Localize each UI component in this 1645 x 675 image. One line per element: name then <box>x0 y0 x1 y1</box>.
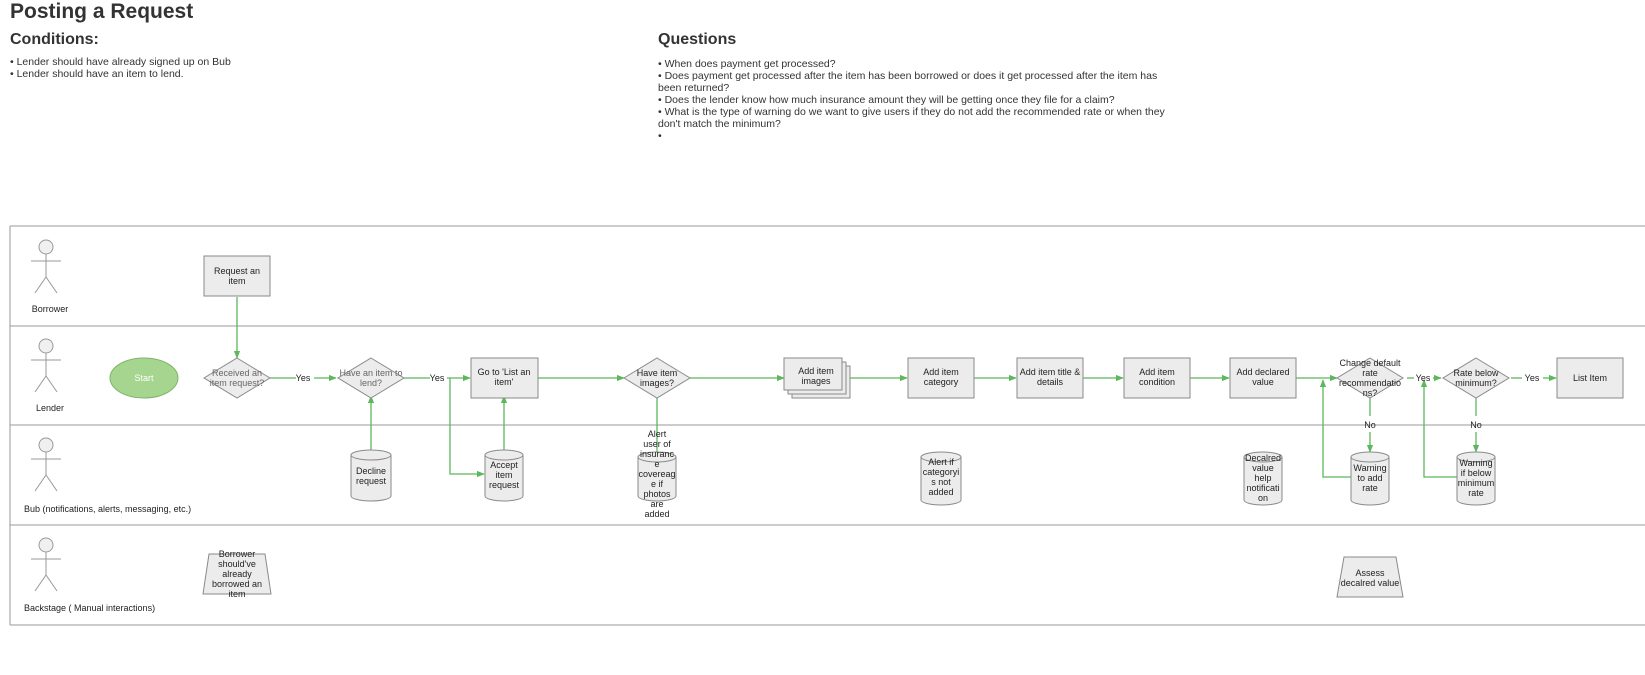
svg-text:Add item title &details: Add item title &details <box>1020 367 1081 387</box>
lane-label-borrower: Borrower <box>32 304 69 314</box>
questions-list: • When does payment get processed? • Doe… <box>658 58 1183 142</box>
edge <box>449 378 485 478</box>
questions-heading: Questions <box>658 31 737 48</box>
edge-label-yes: Yes <box>296 373 311 383</box>
edge-label-yes: Yes <box>1525 373 1540 383</box>
edge-label-yes: Yes <box>1416 373 1431 383</box>
condition-item: • Lender should have already signed up o… <box>10 56 231 68</box>
actor-icon <box>31 437 61 492</box>
question-item: • What is the type of warning do we want… <box>658 106 1165 130</box>
question-item: • <box>658 130 662 142</box>
edge-label-no: No <box>1364 420 1376 430</box>
actor-icon <box>31 239 61 294</box>
start-node: Start <box>109 357 179 399</box>
lane-label-lender: Lender <box>36 403 64 413</box>
process-list-item: List Item <box>1556 357 1624 399</box>
actor-icon <box>31 338 61 393</box>
svg-text:Start: Start <box>134 373 154 383</box>
lane-label-bub: Bub (notifications, alerts, messaging, e… <box>24 504 191 514</box>
swimlane-borders <box>9 225 1645 626</box>
edge-label-yes: Yes <box>430 373 445 383</box>
actor-icon <box>31 537 61 592</box>
question-item: • Does payment get processed after the i… <box>658 70 1158 94</box>
conditions-list: • Lender should have already signed up o… <box>10 56 310 80</box>
edge <box>1319 379 1351 478</box>
connectors <box>233 297 1557 478</box>
question-item: • Does the lender know how much insuranc… <box>658 94 1115 106</box>
condition-item: • Lender should have an item to lend. <box>10 68 184 80</box>
conditions-heading: Conditions: <box>10 31 99 48</box>
question-item: • When does payment get processed? <box>658 58 836 70</box>
svg-text:List Item: List Item <box>1573 373 1607 383</box>
edge <box>1420 379 1457 478</box>
process-add-title: Add item title &details <box>1016 357 1084 399</box>
page-title: Posting a Request <box>10 0 194 23</box>
lane-label-backstage: Backstage ( Manual interactions) <box>24 603 155 613</box>
edge-label-no: No <box>1470 420 1482 430</box>
